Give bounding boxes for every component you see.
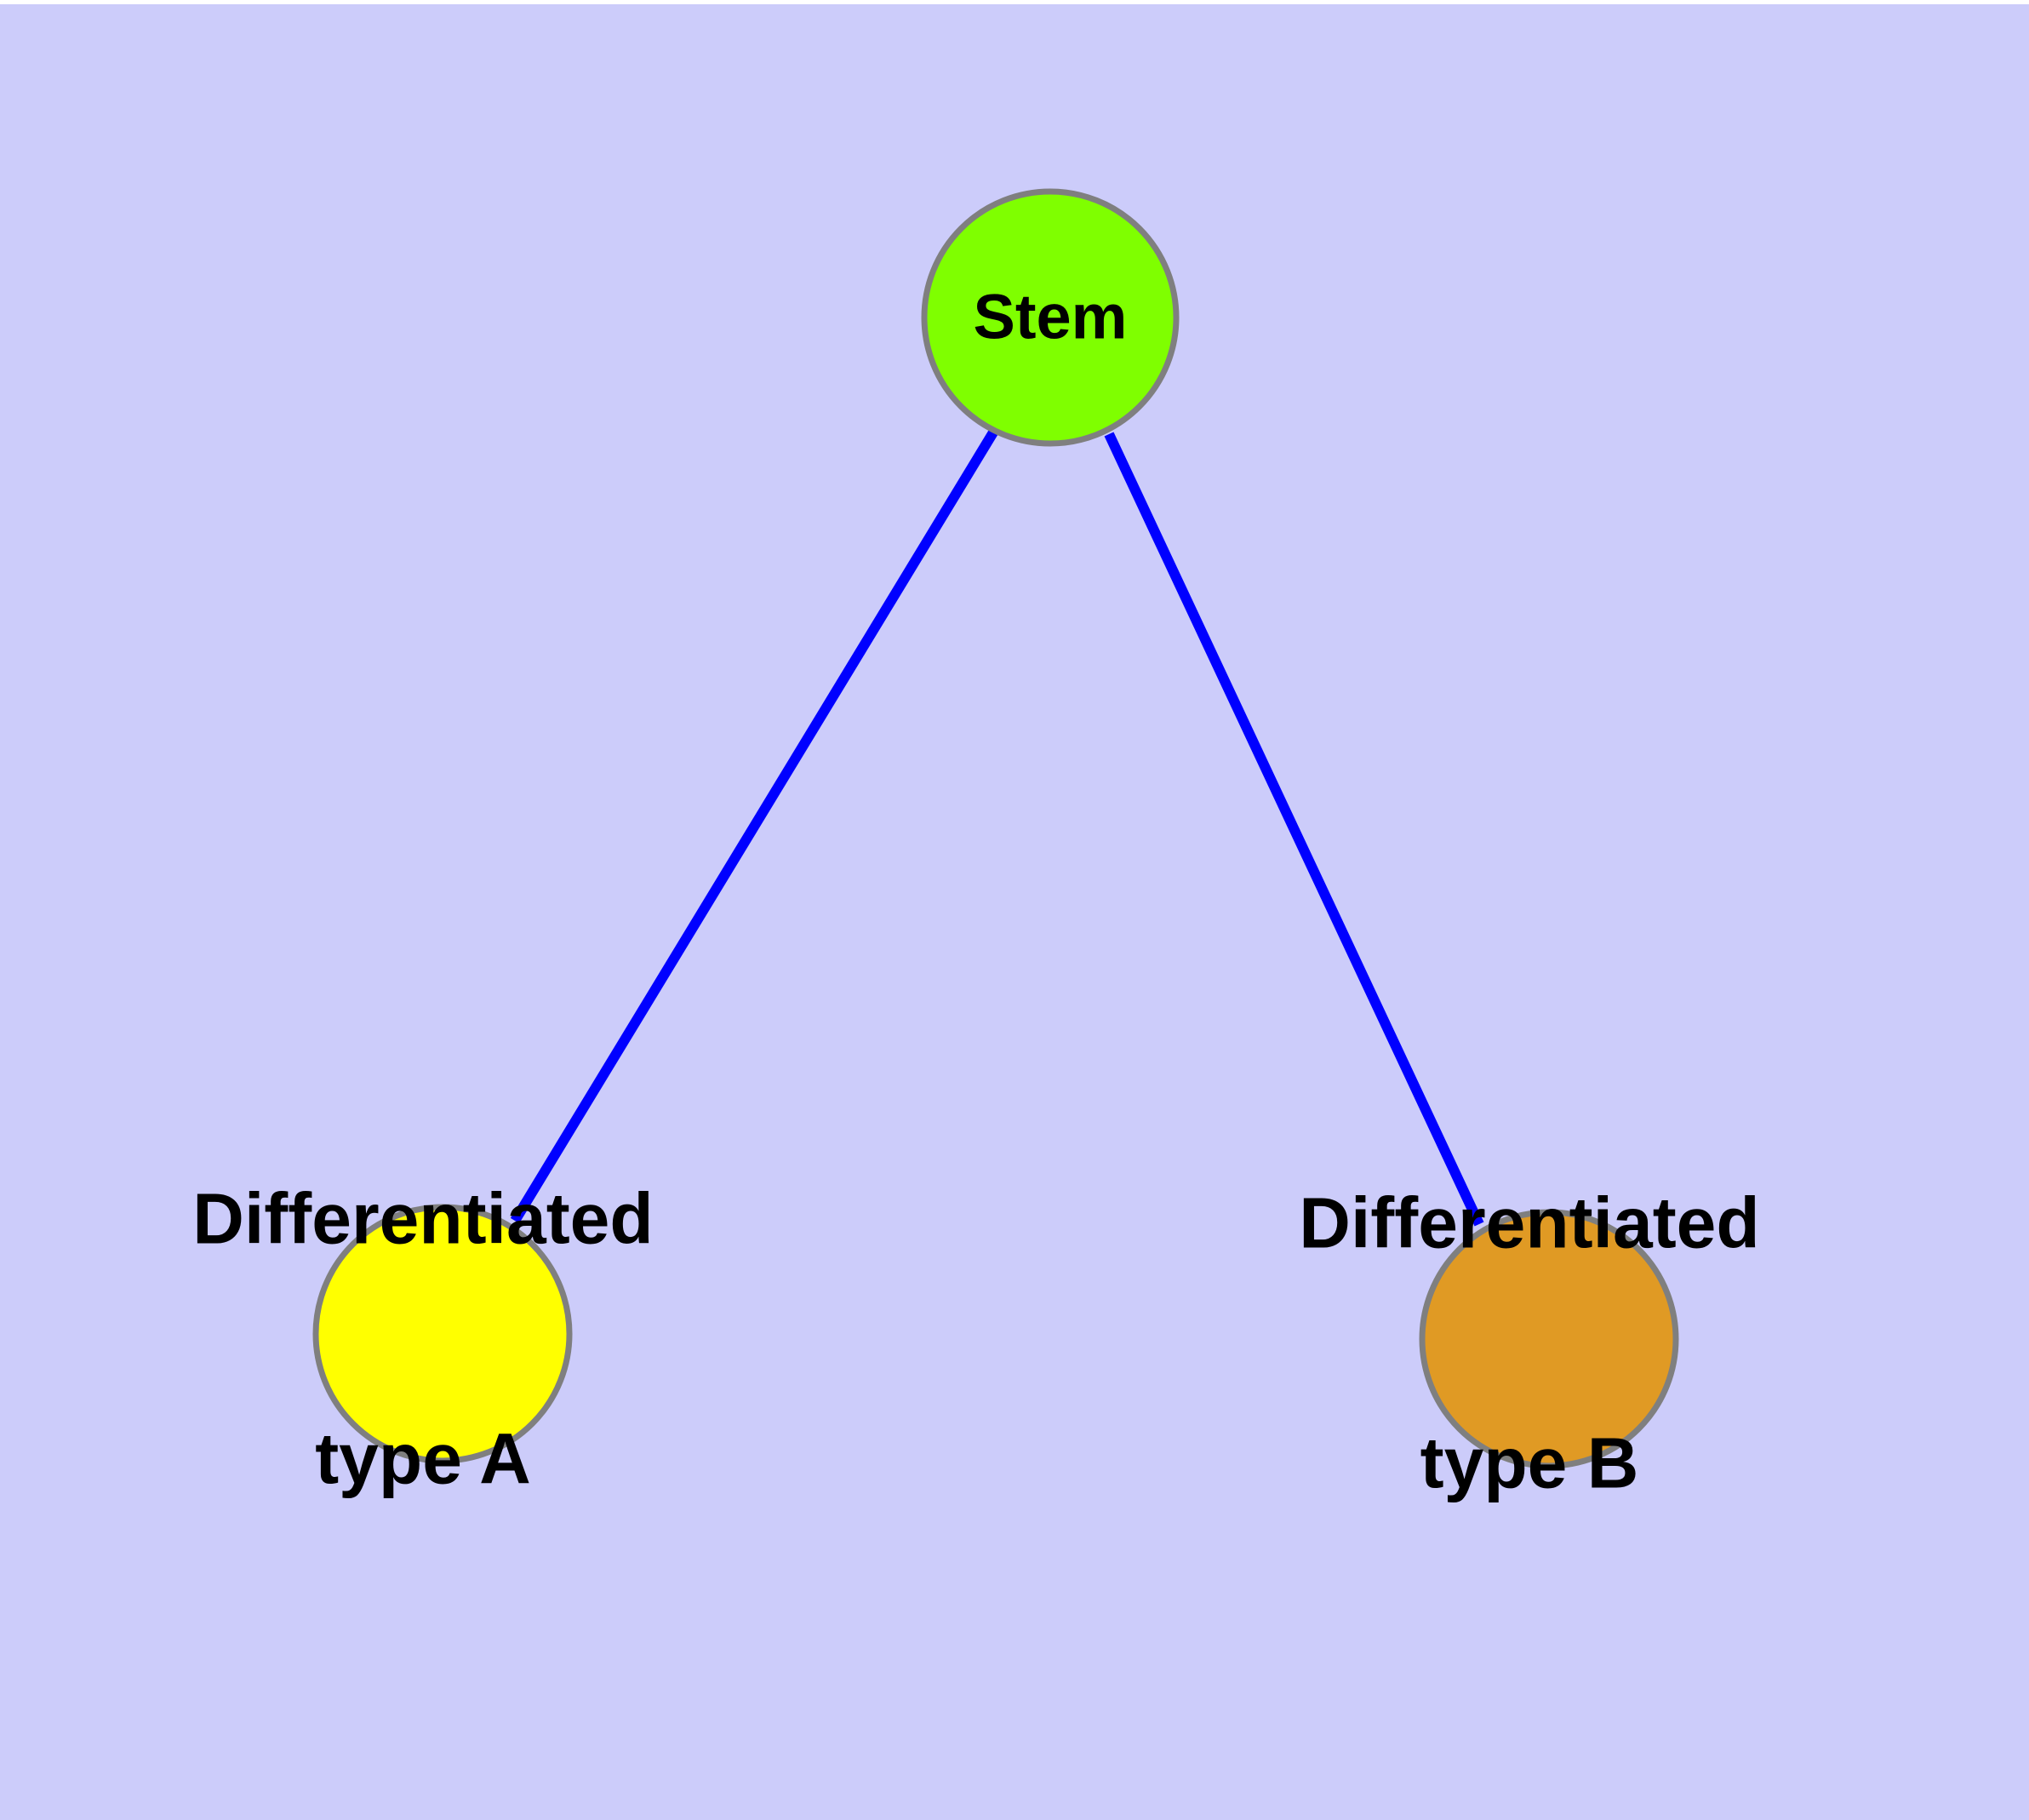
edge-stem-to-differentiated-type-b — [1104, 432, 1484, 1227]
node-differentiated-type-a[interactable] — [312, 1204, 573, 1464]
node-stem[interactable] — [921, 188, 1180, 447]
node-differentiated-type-b[interactable] — [1419, 1209, 1679, 1469]
nodes-layer — [312, 188, 1679, 1469]
edge-stem-to-differentiated-type-a — [510, 429, 998, 1224]
edges-layer — [510, 429, 1484, 1227]
